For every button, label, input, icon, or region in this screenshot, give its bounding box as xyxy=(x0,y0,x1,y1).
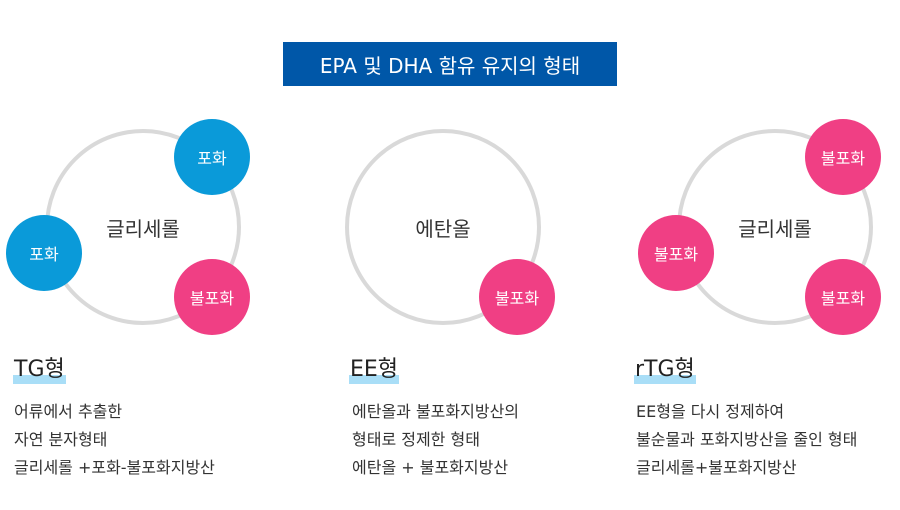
description-tg: 어류에서 추출한 자연 분자형태 글리세롤 +포화-불포화지방산 xyxy=(14,398,215,482)
desc-line: 글리세롤+불포화지방산 xyxy=(636,458,797,477)
saturated-dot: 포화 xyxy=(6,215,82,291)
unsaturated-dot: 불포화 xyxy=(638,215,714,291)
desc-line: 형태로 정제한 형태 xyxy=(352,430,480,449)
desc-line: 에탄올과 불포화지방산의 xyxy=(352,402,520,421)
desc-line: EE형을 다시 정제하여 xyxy=(636,402,785,421)
description-rtg: EE형을 다시 정제하여 불순물과 포화지방산을 줄인 형태 글리세롤+불포화지… xyxy=(636,398,857,482)
heading-rtg: rTG형 xyxy=(634,356,696,384)
desc-line: 불순물과 포화지방산을 줄인 형태 xyxy=(636,430,858,449)
unsaturated-dot: 불포화 xyxy=(174,259,250,335)
unsaturated-dot: 불포화 xyxy=(479,259,555,335)
desc-line: 에탄올 + 불포화지방산 xyxy=(352,458,509,477)
desc-line: 어류에서 추출한 xyxy=(14,402,123,421)
unsaturated-dot: 불포화 xyxy=(805,259,881,335)
desc-line: 자연 분자형태 xyxy=(14,430,108,449)
saturated-dot: 포화 xyxy=(174,119,250,195)
ethanol-ring-ee: 에탄올 xyxy=(345,129,541,325)
unsaturated-dot: 불포화 xyxy=(805,119,881,195)
heading-tg: TG형 xyxy=(13,356,66,384)
heading-ee: EE형 xyxy=(349,356,400,384)
description-ee: 에탄올과 불포화지방산의 형태로 정제한 형태 에탄올 + 불포화지방산 xyxy=(352,398,519,482)
diagram-title: EPA 및 DHA 함유 유지의 형태 xyxy=(283,42,617,86)
desc-line: 글리세롤 +포화-불포화지방산 xyxy=(14,458,215,477)
